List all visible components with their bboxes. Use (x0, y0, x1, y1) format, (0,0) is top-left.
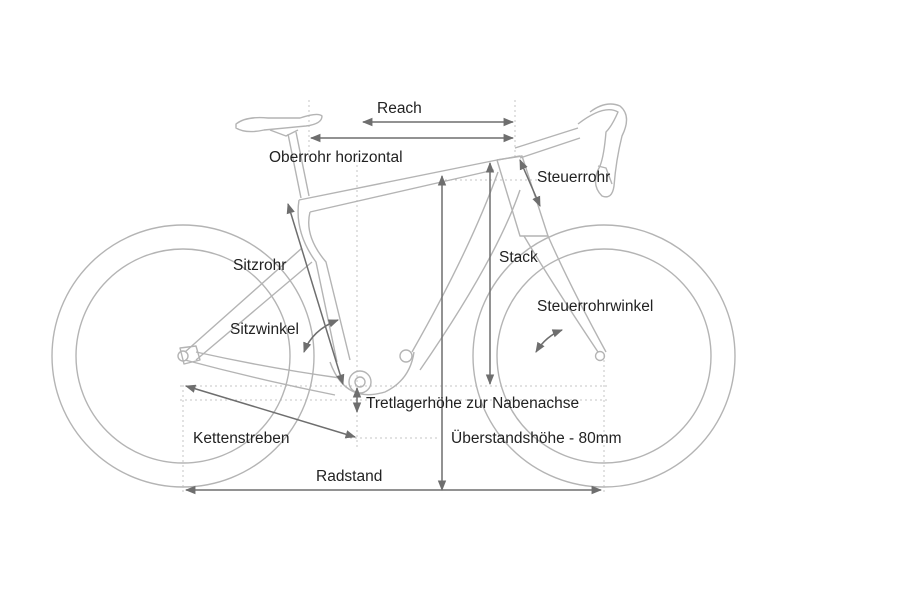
seat-tube-dimension (286, 202, 345, 386)
seatpost (287, 131, 310, 199)
head-tube-label: Steuerrohr (537, 169, 610, 186)
stem (514, 127, 581, 159)
stack-label: Stack (499, 249, 538, 266)
head-tube-dimension (519, 159, 541, 207)
front-wheel (472, 224, 736, 488)
head-tube (496, 155, 549, 237)
head-angle-arc (535, 329, 563, 353)
top-tube-label: Oberrohr horizontal (269, 149, 403, 166)
head-angle-label: Steuerrohrwinkel (537, 298, 653, 315)
chain-stay (184, 351, 341, 396)
reach-label: Reach (377, 100, 422, 117)
labels: Reach Oberrohr horizontal Steuerrohr Sta… (193, 100, 653, 485)
wheelbase-label: Radstand (316, 468, 382, 485)
chainstay-dimension (184, 384, 357, 439)
bb-drop-label: Tretlagerhöhe zur Nabenachse (366, 395, 579, 412)
standover-label: Überstandshöhe - 80mm (451, 429, 622, 447)
fork (523, 235, 607, 353)
seat-tube-label: Sitzrohr (233, 257, 286, 274)
seat-angle-arc (303, 319, 339, 353)
handlebar (577, 103, 628, 198)
bike-frame (177, 103, 628, 396)
seat-angle-label: Sitzwinkel (230, 321, 299, 338)
chainstay-label: Kettenstreben (193, 430, 290, 447)
dimension-lines (184, 117, 603, 495)
saddle (235, 113, 323, 133)
seat-tube (297, 199, 351, 363)
bottom-bracket (329, 351, 415, 396)
